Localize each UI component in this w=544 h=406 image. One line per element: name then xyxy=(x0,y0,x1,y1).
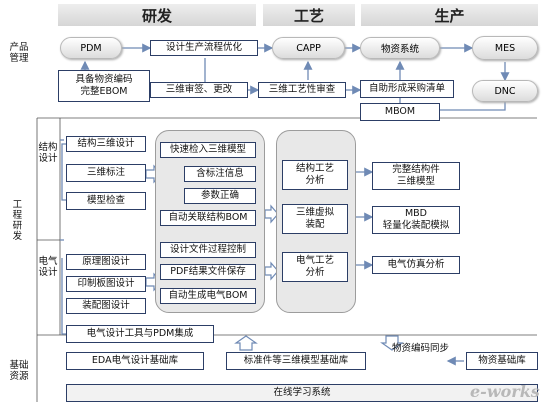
design-flow-optimization-box: 设计生产流程优化 xyxy=(150,40,258,56)
mes-node[interactable]: MES xyxy=(472,36,538,60)
header-production: 生产 xyxy=(361,4,538,26)
elec-sim-analysis-box: 电气仿真分析 xyxy=(372,256,460,274)
pcb-design-box: 印制板图设计 xyxy=(66,276,146,292)
auto-struct-bom-box: 自动关联结构BOM xyxy=(160,210,256,226)
material-code-sync-label: 物资编码同步 xyxy=(392,343,450,354)
param-correct-box: 参数正确 xyxy=(184,188,256,204)
eda-base-lib-box: EDA电气设计基础库 xyxy=(66,352,204,370)
capp-node[interactable]: CAPP xyxy=(272,37,345,59)
dnc-node[interactable]: DNC xyxy=(472,80,538,102)
header-rd: 研发 xyxy=(58,4,256,26)
header-process: 工艺 xyxy=(263,4,355,26)
online-learning-system-box: 在线学习系统 xyxy=(66,384,538,402)
auto-elec-bom-box: 自动生成电气BOM xyxy=(160,288,256,304)
side-label-product-mgmt: 产品 管理 xyxy=(9,42,29,65)
process-review-box: 三维工艺性审查 xyxy=(258,82,346,98)
watermark-logo: e-works xyxy=(470,382,540,401)
structural-3d-design-box: 结构三维设计 xyxy=(66,136,146,152)
3d-annotation-box: 三维标注 xyxy=(66,164,146,182)
virtual-assembly-box: 三维虚拟 装配 xyxy=(282,204,348,234)
auto-purchase-list-box: 自助形成采购清单 xyxy=(360,80,454,98)
std-part-3d-lib-box: 标准件等三维模型基础库 xyxy=(226,352,366,370)
material-base-lib-box: 物资基础库 xyxy=(466,352,538,370)
pdf-save-box: PDF结果文件保存 xyxy=(160,264,256,280)
schematic-design-box: 原理图设计 xyxy=(66,254,146,270)
struct-process-analysis-box: 结构工艺 分析 xyxy=(282,160,348,190)
fast-import-3d-box: 快速检入三维模型 xyxy=(160,142,256,158)
elec-pdm-integration-box: 电气设计工具与PDM集成 xyxy=(66,325,214,343)
ebom-box: 具备物资编码 完整EBOM xyxy=(58,70,150,102)
side-label-electrical-design: 电气 设计 xyxy=(38,256,58,279)
assembly-drawing-box: 装配图设计 xyxy=(66,298,146,314)
material-system-node[interactable]: 物资系统 xyxy=(360,37,440,59)
file-process-control-box: 设计文件过程控制 xyxy=(160,242,256,258)
model-check-box: 模型检查 xyxy=(66,192,146,210)
side-label-structural-design: 结构 设计 xyxy=(38,142,58,165)
side-label-engineering-rd: 工程研发 xyxy=(10,199,22,241)
side-label-base-resources: 基础 资源 xyxy=(9,360,29,383)
mbom-box: MBOM xyxy=(360,103,440,121)
pdm-node[interactable]: PDM xyxy=(60,37,122,59)
elec-process-analysis-box: 电气工艺 分析 xyxy=(282,252,348,282)
mbd-assembly-sim-box: MBD 轻量化装配模拟 xyxy=(372,206,460,234)
complete-3d-model-box: 完整结构件 三维模型 xyxy=(372,162,460,190)
annotation-info-box: 含标注信息 xyxy=(184,166,256,182)
review-change-box: 三维审签、更改 xyxy=(150,82,248,98)
